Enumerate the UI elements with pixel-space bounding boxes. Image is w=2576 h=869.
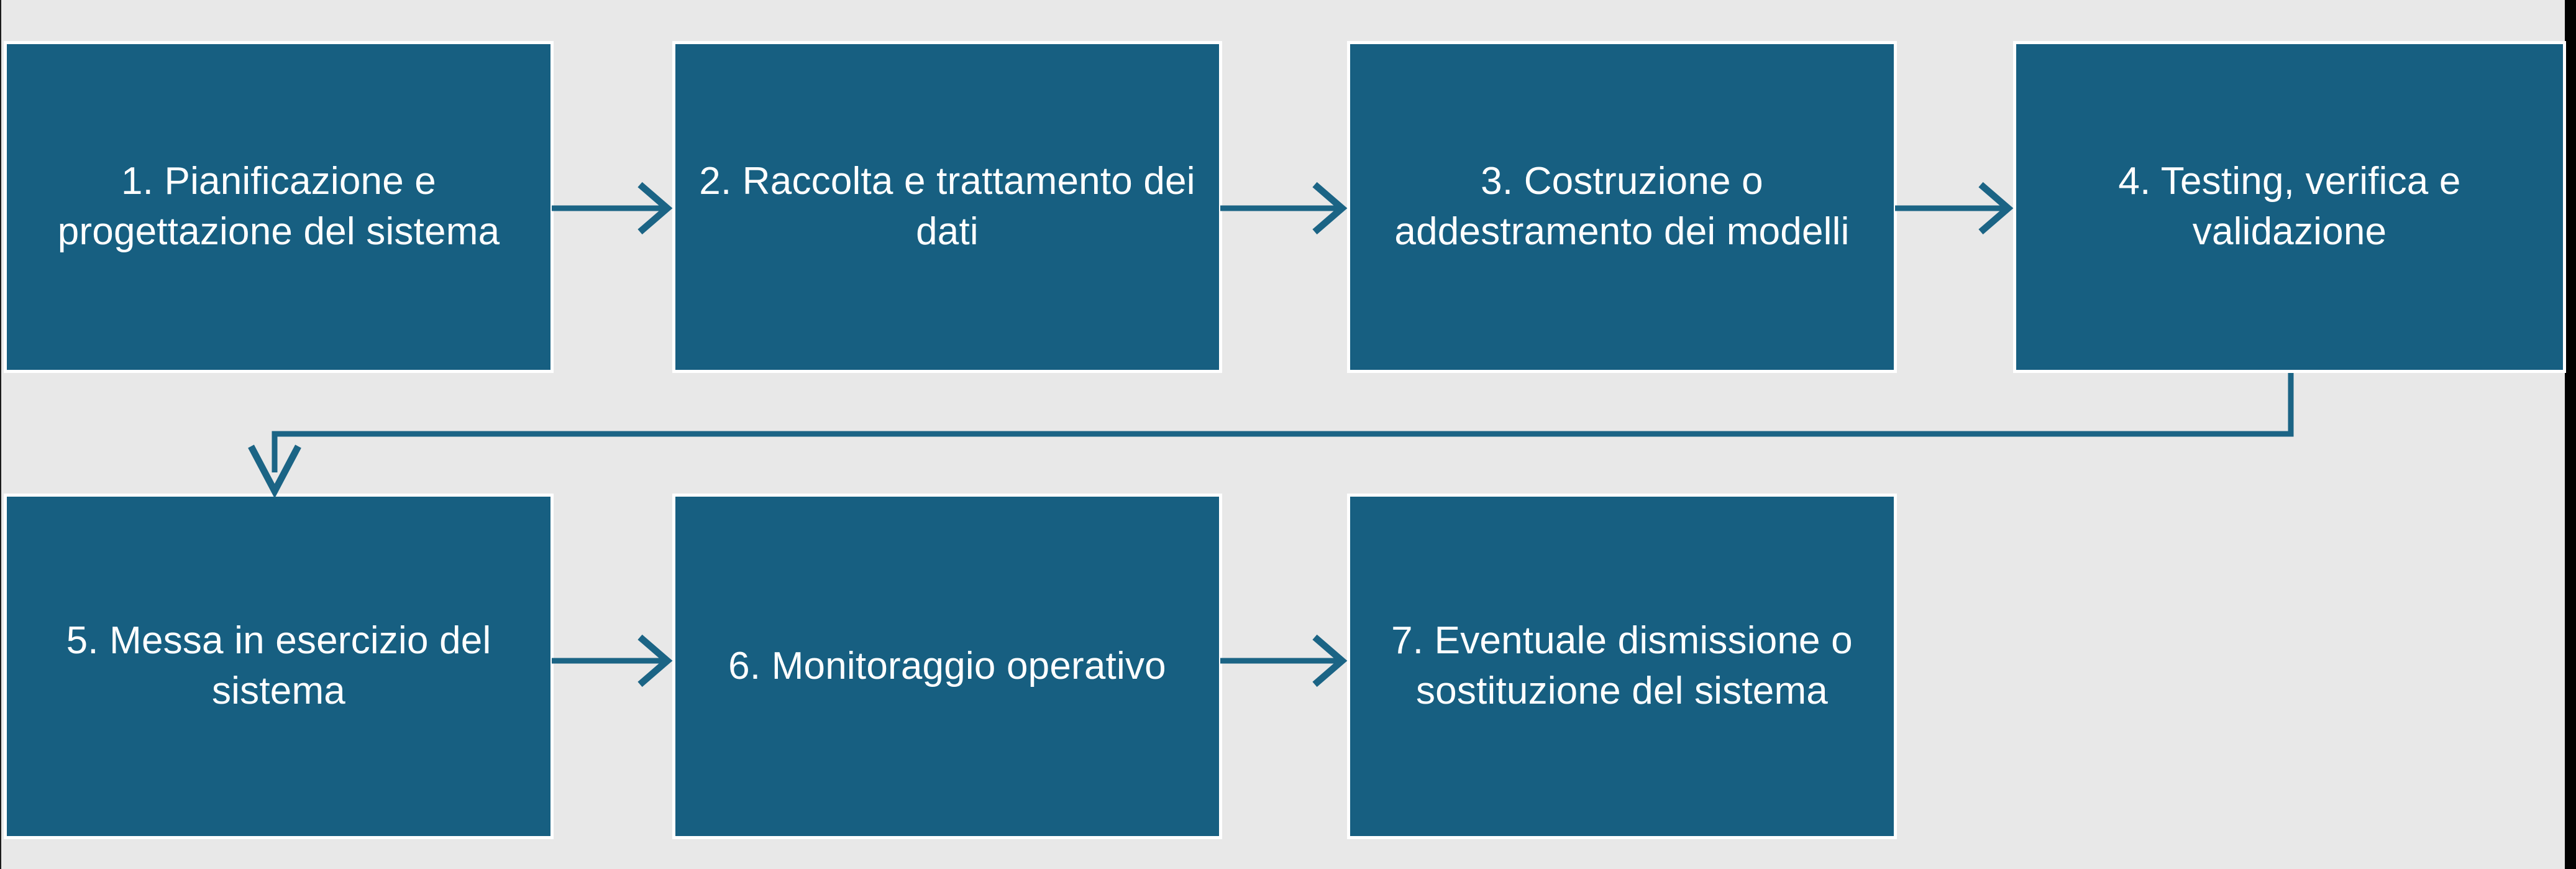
process-node-7-label: 7. Eventuale dismissione o sostituzione … — [1391, 619, 1853, 712]
process-node-4[interactable]: 4. Testing, verifica e validazione — [2013, 41, 2566, 373]
process-node-1-label: 1. Pianificazione e progettazione del si… — [57, 160, 500, 253]
arrow-node2-to-node3 — [1220, 182, 1348, 235]
process-node-6[interactable]: 6. Monitoraggio operativo — [672, 494, 1222, 839]
process-node-4-label: 4. Testing, verifica e validazione — [2118, 160, 2461, 253]
arrow-node1-to-node2 — [552, 182, 673, 235]
process-node-5-label: 5. Messa in esercizio del sistema — [66, 619, 491, 712]
arrow-node4-to-node5-elbow — [248, 373, 2294, 499]
process-node-2-label: 2. Raccolta e trattamento dei dati — [699, 160, 1195, 253]
process-node-6-label: 6. Monitoraggio operativo — [728, 644, 1166, 687]
process-node-3-label: 3. Costruzione o addestramento dei model… — [1394, 160, 1850, 253]
arrow-node5-to-node6 — [552, 634, 673, 687]
slide-left-border — [0, 0, 1, 869]
process-node-1[interactable]: 1. Pianificazione e progettazione del si… — [4, 41, 554, 373]
arrow-node3-to-node4 — [1895, 182, 2014, 235]
process-node-3[interactable]: 3. Costruzione o addestramento dei model… — [1347, 41, 1897, 373]
process-node-5[interactable]: 5. Messa in esercizio del sistema — [4, 494, 554, 839]
process-node-7[interactable]: 7. Eventuale dismissione o sostituzione … — [1347, 494, 1897, 839]
process-node-2[interactable]: 2. Raccolta e trattamento dei dati — [672, 41, 1222, 373]
arrow-node6-to-node7 — [1220, 634, 1348, 687]
slide-right-border — [2565, 0, 2576, 869]
